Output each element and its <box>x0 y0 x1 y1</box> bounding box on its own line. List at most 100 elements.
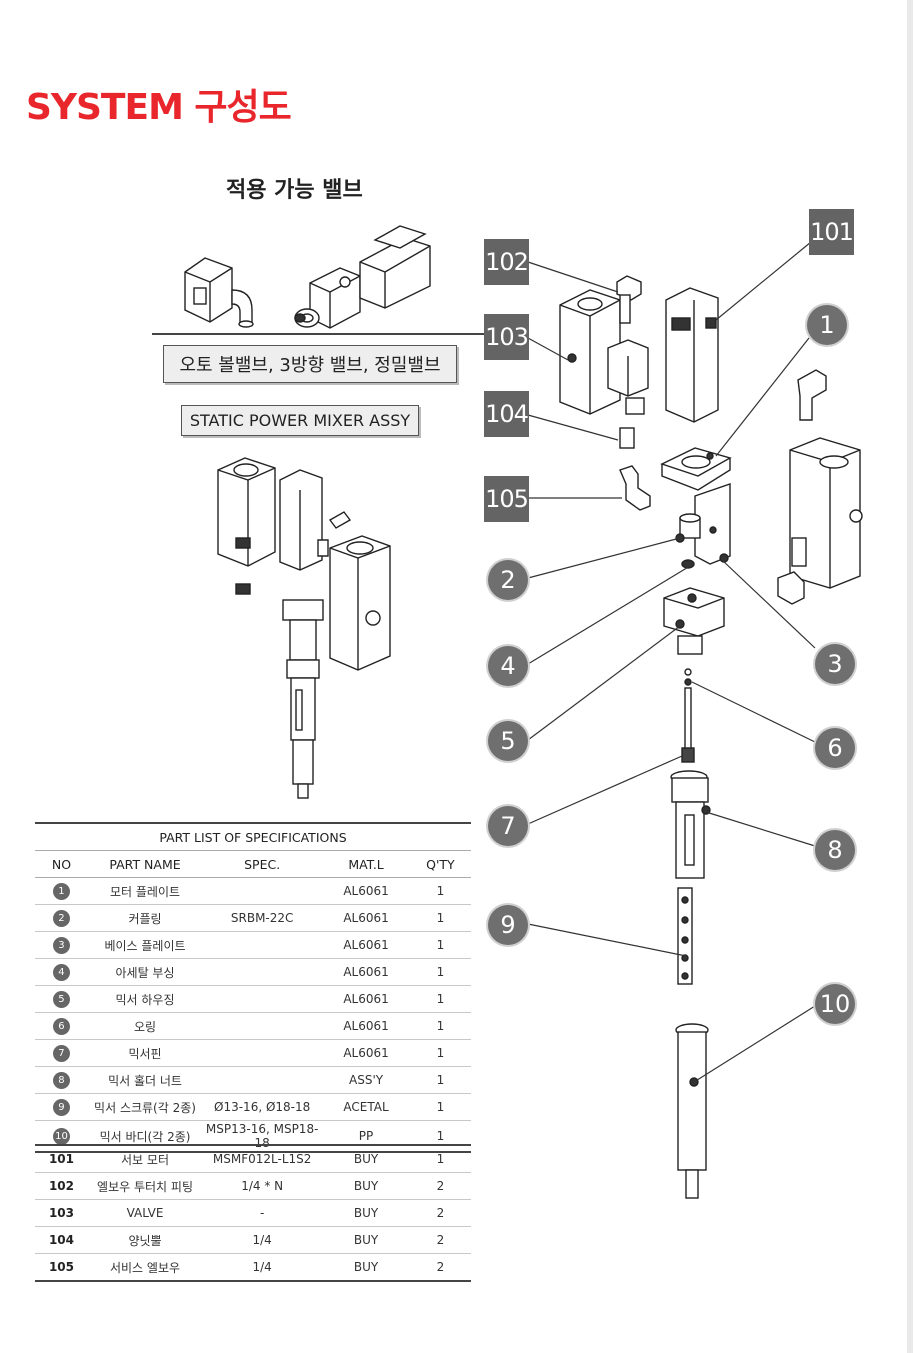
part-spec <box>202 931 323 959</box>
part-material: AL6061 <box>322 877 410 905</box>
part-spec: SRBM-22C <box>202 904 323 932</box>
row-number: 3 <box>52 936 70 954</box>
three-way-valve-drawing <box>294 225 431 329</box>
part-spec: Ø13-16, Ø18-18 <box>202 1093 323 1121</box>
part-spec <box>202 958 323 986</box>
base-parts-exploded <box>660 447 732 1199</box>
mixer-assembly-drawing <box>217 457 391 799</box>
part-spec: 1/4 <box>202 1253 323 1282</box>
parts-table-title: PART LIST OF SPECIFICATIONS <box>35 822 471 851</box>
part-name: 양닛뿔 <box>87 1226 203 1254</box>
part-name: 오링 <box>87 1012 203 1040</box>
part-material: AL6061 <box>322 904 410 932</box>
part-qty: 1 <box>409 1066 471 1094</box>
row-number: 2 <box>52 909 70 927</box>
part-name: 믹서 스크류(각 2종) <box>87 1093 203 1121</box>
part-qty: 2 <box>409 1172 471 1200</box>
part-spec: 1/4 * N <box>202 1172 323 1200</box>
row-number: 104 <box>35 1226 88 1254</box>
part-material: AL6061 <box>322 985 410 1013</box>
callout-4: 4 <box>488 646 528 686</box>
part-name: 커플링 <box>87 904 203 932</box>
part-material: BUY <box>322 1144 410 1173</box>
part-qty: 1 <box>409 1093 471 1121</box>
page-edge <box>907 0 913 1353</box>
row-number: 10 <box>52 1127 70 1145</box>
part-name: 믹서 홀더 너트 <box>87 1066 203 1094</box>
parts-table-header: NO PART NAME SPEC. MAT.L Q'TY <box>35 850 471 878</box>
part-qty: 1 <box>409 1039 471 1067</box>
valves-heading: 적용 가능 밸브 <box>226 178 363 203</box>
row-number: 8 <box>52 1071 70 1089</box>
row-number: 102 <box>35 1172 88 1200</box>
part-qty: 2 <box>409 1226 471 1254</box>
part-material: ACETAL <box>322 1093 410 1121</box>
part-material: AL6061 <box>322 931 410 959</box>
callout-1: 1 <box>807 305 847 345</box>
part-material: AL6061 <box>322 958 410 986</box>
part-spec <box>202 985 323 1013</box>
part-name: 모터 플레이트 <box>87 877 203 905</box>
part-material: BUY <box>322 1253 410 1282</box>
row-number: 101 <box>35 1144 88 1173</box>
part-name: 서보 모터 <box>87 1144 203 1173</box>
part-qty: 1 <box>409 904 471 932</box>
part-spec <box>202 877 323 905</box>
part-name: 믹서 하우징 <box>87 985 203 1013</box>
header-no: NO <box>35 850 88 878</box>
row-number: 9 <box>52 1098 70 1116</box>
part-spec: - <box>202 1199 323 1227</box>
callout-104: 104 <box>484 391 529 437</box>
part-name: 아세탈 부싱 <box>87 958 203 986</box>
part-qty: 1 <box>409 877 471 905</box>
part-qty: 1 <box>409 985 471 1013</box>
row-number: 1 <box>52 882 70 900</box>
part-name: 서비스 엘보우 <box>87 1253 203 1282</box>
header-material: MAT.L <box>322 850 410 878</box>
row-number: 4 <box>52 963 70 981</box>
header-spec: SPEC. <box>202 850 323 878</box>
row-number: 103 <box>35 1199 88 1227</box>
header-part-name: PART NAME <box>87 850 203 878</box>
part-spec <box>202 1066 323 1094</box>
callout-8: 8 <box>815 830 855 870</box>
part-qty: 1 <box>409 931 471 959</box>
part-material: BUY <box>322 1172 410 1200</box>
part-qty: 1 <box>409 1144 471 1173</box>
part-material: AL6061 <box>322 1012 410 1040</box>
part-qty: 2 <box>409 1253 471 1282</box>
part-spec <box>202 1012 323 1040</box>
side-valve-exploded <box>777 369 863 605</box>
part-name: VALVE <box>87 1199 203 1227</box>
callout-6: 6 <box>815 728 855 768</box>
parts-table: PART LIST OF SPECIFICATIONS NO PART NAME… <box>35 822 471 1153</box>
part-qty: 1 <box>409 1012 471 1040</box>
callout-102: 102 <box>484 239 529 285</box>
callout-2: 2 <box>488 560 528 600</box>
row-number: 6 <box>52 1017 70 1035</box>
leader-lines <box>527 241 816 1083</box>
part-qty: 1 <box>409 958 471 986</box>
part-material: AL6061 <box>322 1039 410 1067</box>
callout-10: 10 <box>815 984 855 1024</box>
callout-101: 101 <box>809 209 854 255</box>
part-spec: MSMF012L-L1S2 <box>202 1144 323 1173</box>
part-name: 믹서핀 <box>87 1039 203 1067</box>
callout-105: 105 <box>484 476 529 522</box>
callout-7: 7 <box>488 806 528 846</box>
callout-3: 3 <box>815 644 855 684</box>
callout-9: 9 <box>488 905 528 945</box>
valve-types-label: 오토 볼밸브, 3방향 밸브, 정밀밸브 <box>163 345 457 383</box>
row-number: 105 <box>35 1253 88 1282</box>
part-qty: 2 <box>409 1199 471 1227</box>
callout-5: 5 <box>488 721 528 761</box>
